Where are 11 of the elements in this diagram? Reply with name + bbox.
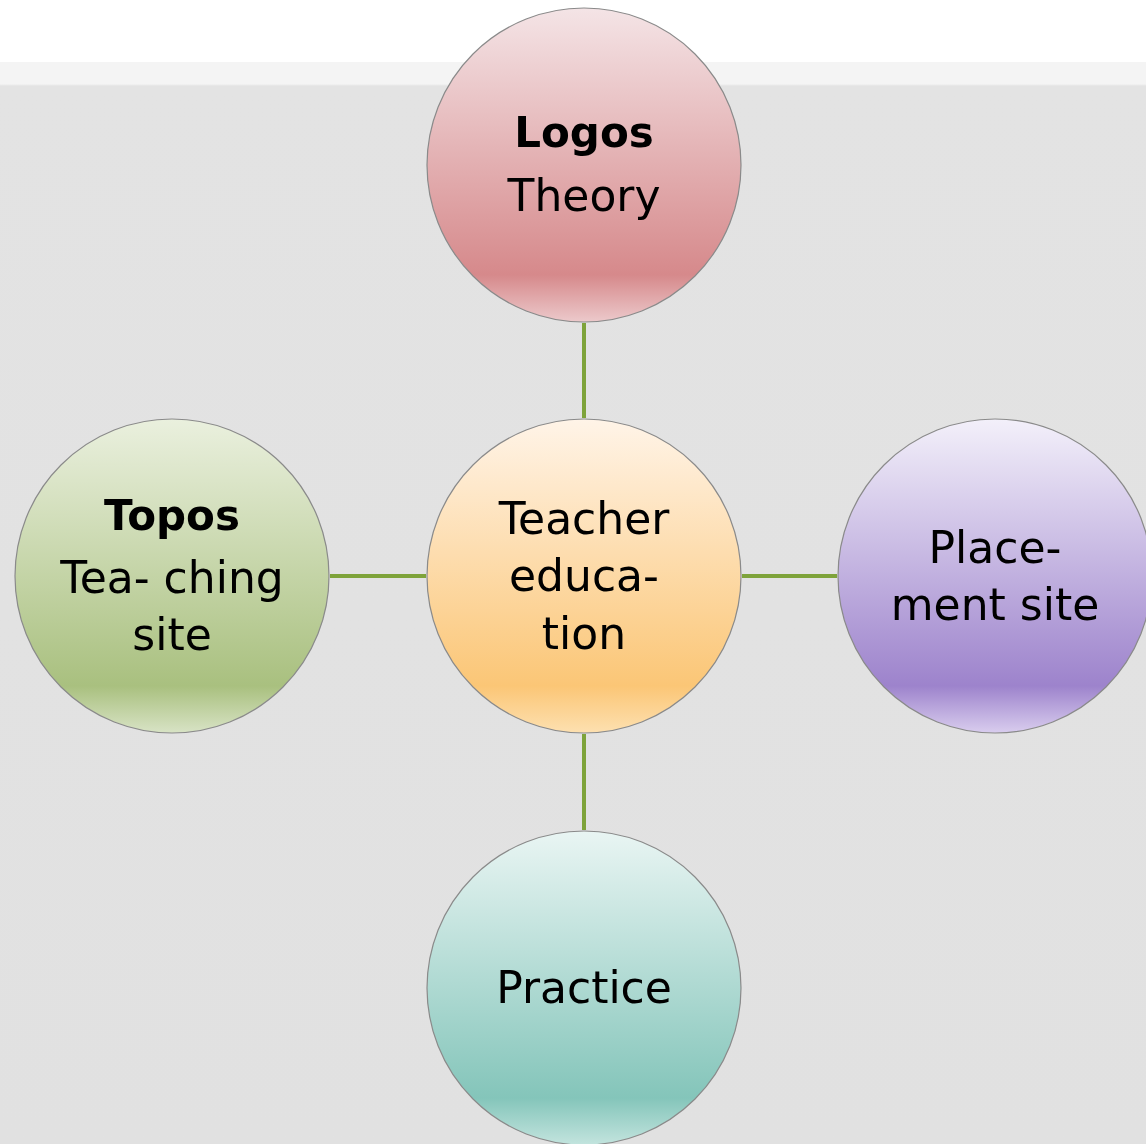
node-heading: Topos [103, 489, 241, 542]
node-label: Place- ment site [889, 520, 1101, 632]
connector-line [582, 734, 586, 830]
node-label: Practice [495, 961, 673, 1016]
node-label: Theory [506, 168, 662, 223]
node-label: Tea- ching site [59, 551, 285, 663]
node-heading: Logos [513, 107, 655, 160]
connector-line [330, 574, 426, 578]
connector-line [582, 323, 586, 418]
connector-line [742, 574, 837, 578]
node-label: Teacher educa- tion [497, 492, 671, 661]
